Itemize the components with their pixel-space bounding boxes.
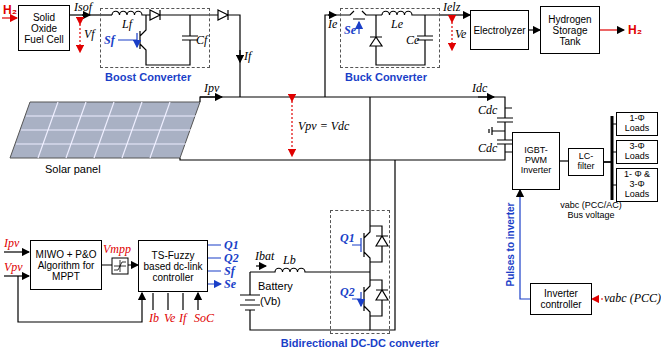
connector [520,190,530,299]
signal-label: Ib [149,312,159,324]
box-text: MIWO + P&O Algorithm for MPPT [33,249,99,282]
signal-label: Ve [164,312,175,324]
signal-label: Sf [104,34,115,46]
signal-label: H₂ [628,23,642,37]
process-box: 3-Φ Loads [616,140,658,164]
signal-label: Q2 [224,252,239,264]
signal-label: Vpv = Vdc [298,120,349,132]
signal-label: Ielz [443,1,460,13]
signal-label: If [179,312,186,324]
solar-panel [10,102,200,158]
signal-label: Cdc [478,142,497,154]
signal-label: Idc [472,82,487,94]
signal-label: Ie [328,18,337,30]
connector [604,152,616,162]
signal-label: vabc (PCC) [604,292,661,304]
converter-group: Boost Converter [100,8,210,68]
signal-label: Vpv [4,261,23,273]
connector [529,29,540,30]
signal-label: Battery [258,280,293,292]
connector [440,14,470,15]
box-text: 1- Φ & 3-Φ Loads [619,170,655,200]
group-heading: Bidirectional DC-DC converter [281,337,439,349]
signal-label: SoC [194,312,214,324]
process-box: TS-Fuzzy based dc-link controller [138,240,208,292]
signal-label: Ve [455,28,466,40]
connector [604,162,616,185]
signal-label: Ibat [255,250,274,262]
box-text: LC-filter [571,152,601,172]
signal-label: If [244,50,251,62]
signal-label: Q1 [224,239,239,251]
box-text: TS-Fuzzy based dc-link controller [141,250,205,283]
process-box: 1- Φ & 3-Φ Loads [616,168,658,202]
signal-label: Le [391,18,403,30]
signal-label: Se [344,24,356,36]
group-heading: Boost Converter [105,71,191,83]
signal-label: Ce [406,34,419,46]
box-text: 3-Φ Loads [619,142,655,162]
box-text: Solid Oxide Fuel Cell [21,12,67,45]
signal-label: Sf [224,265,235,277]
converter-group: Bidirectional DC-DC converter [330,210,390,334]
process-box: LC-filter [568,148,604,176]
signal-label: Q1 [340,232,355,244]
signal-label: Solar panel [45,163,101,175]
signal-label: Ipv [4,237,19,249]
connector [604,124,616,162]
connector [70,14,100,15]
signal-label: Vmpp [103,243,131,255]
signal-label: Se [224,278,236,290]
process-box: IGBT-PWM Inverter [512,132,560,190]
box-text: IGBT-PWM Inverter [515,146,557,176]
signal-label: Cdc [478,104,497,116]
box-text: Electrolyzer [473,25,525,36]
process-box: Inverter controller [530,283,592,315]
process-box: 1-Φ Loads [616,112,658,136]
process-box: Hydrogen Storage Tank [540,6,600,54]
signal-label: Lf [122,18,132,30]
limiter-block [112,258,128,274]
edge-label: Pulses to inverter [505,203,516,287]
signal-label: H₂ [3,3,17,17]
box-text: Inverter controller [533,288,589,310]
signal-label: Isof [74,1,92,13]
signal-label: Vf [84,28,95,40]
group-heading: Buck Converter [345,71,427,83]
signal-label: Q2 [340,286,355,298]
signal-label: Lb [283,254,296,266]
process-box: Solid Oxide Fuel Cell [18,5,70,51]
converter-group: Buck Converter [340,8,440,68]
process-box: MIWO + P&O Algorithm for MPPT [30,240,102,290]
signal-label: Ipv [204,82,219,94]
connector [560,160,568,161]
signal-label: vabc (PCC/AC) Bus voltage [560,200,622,221]
process-box: Electrolyzer [470,10,529,50]
box-text: 1-Φ Loads [619,114,655,134]
box-text: Hydrogen Storage Tank [543,14,597,47]
signal-label: Cf [196,34,207,46]
signal-label: (Vb) [260,295,281,307]
